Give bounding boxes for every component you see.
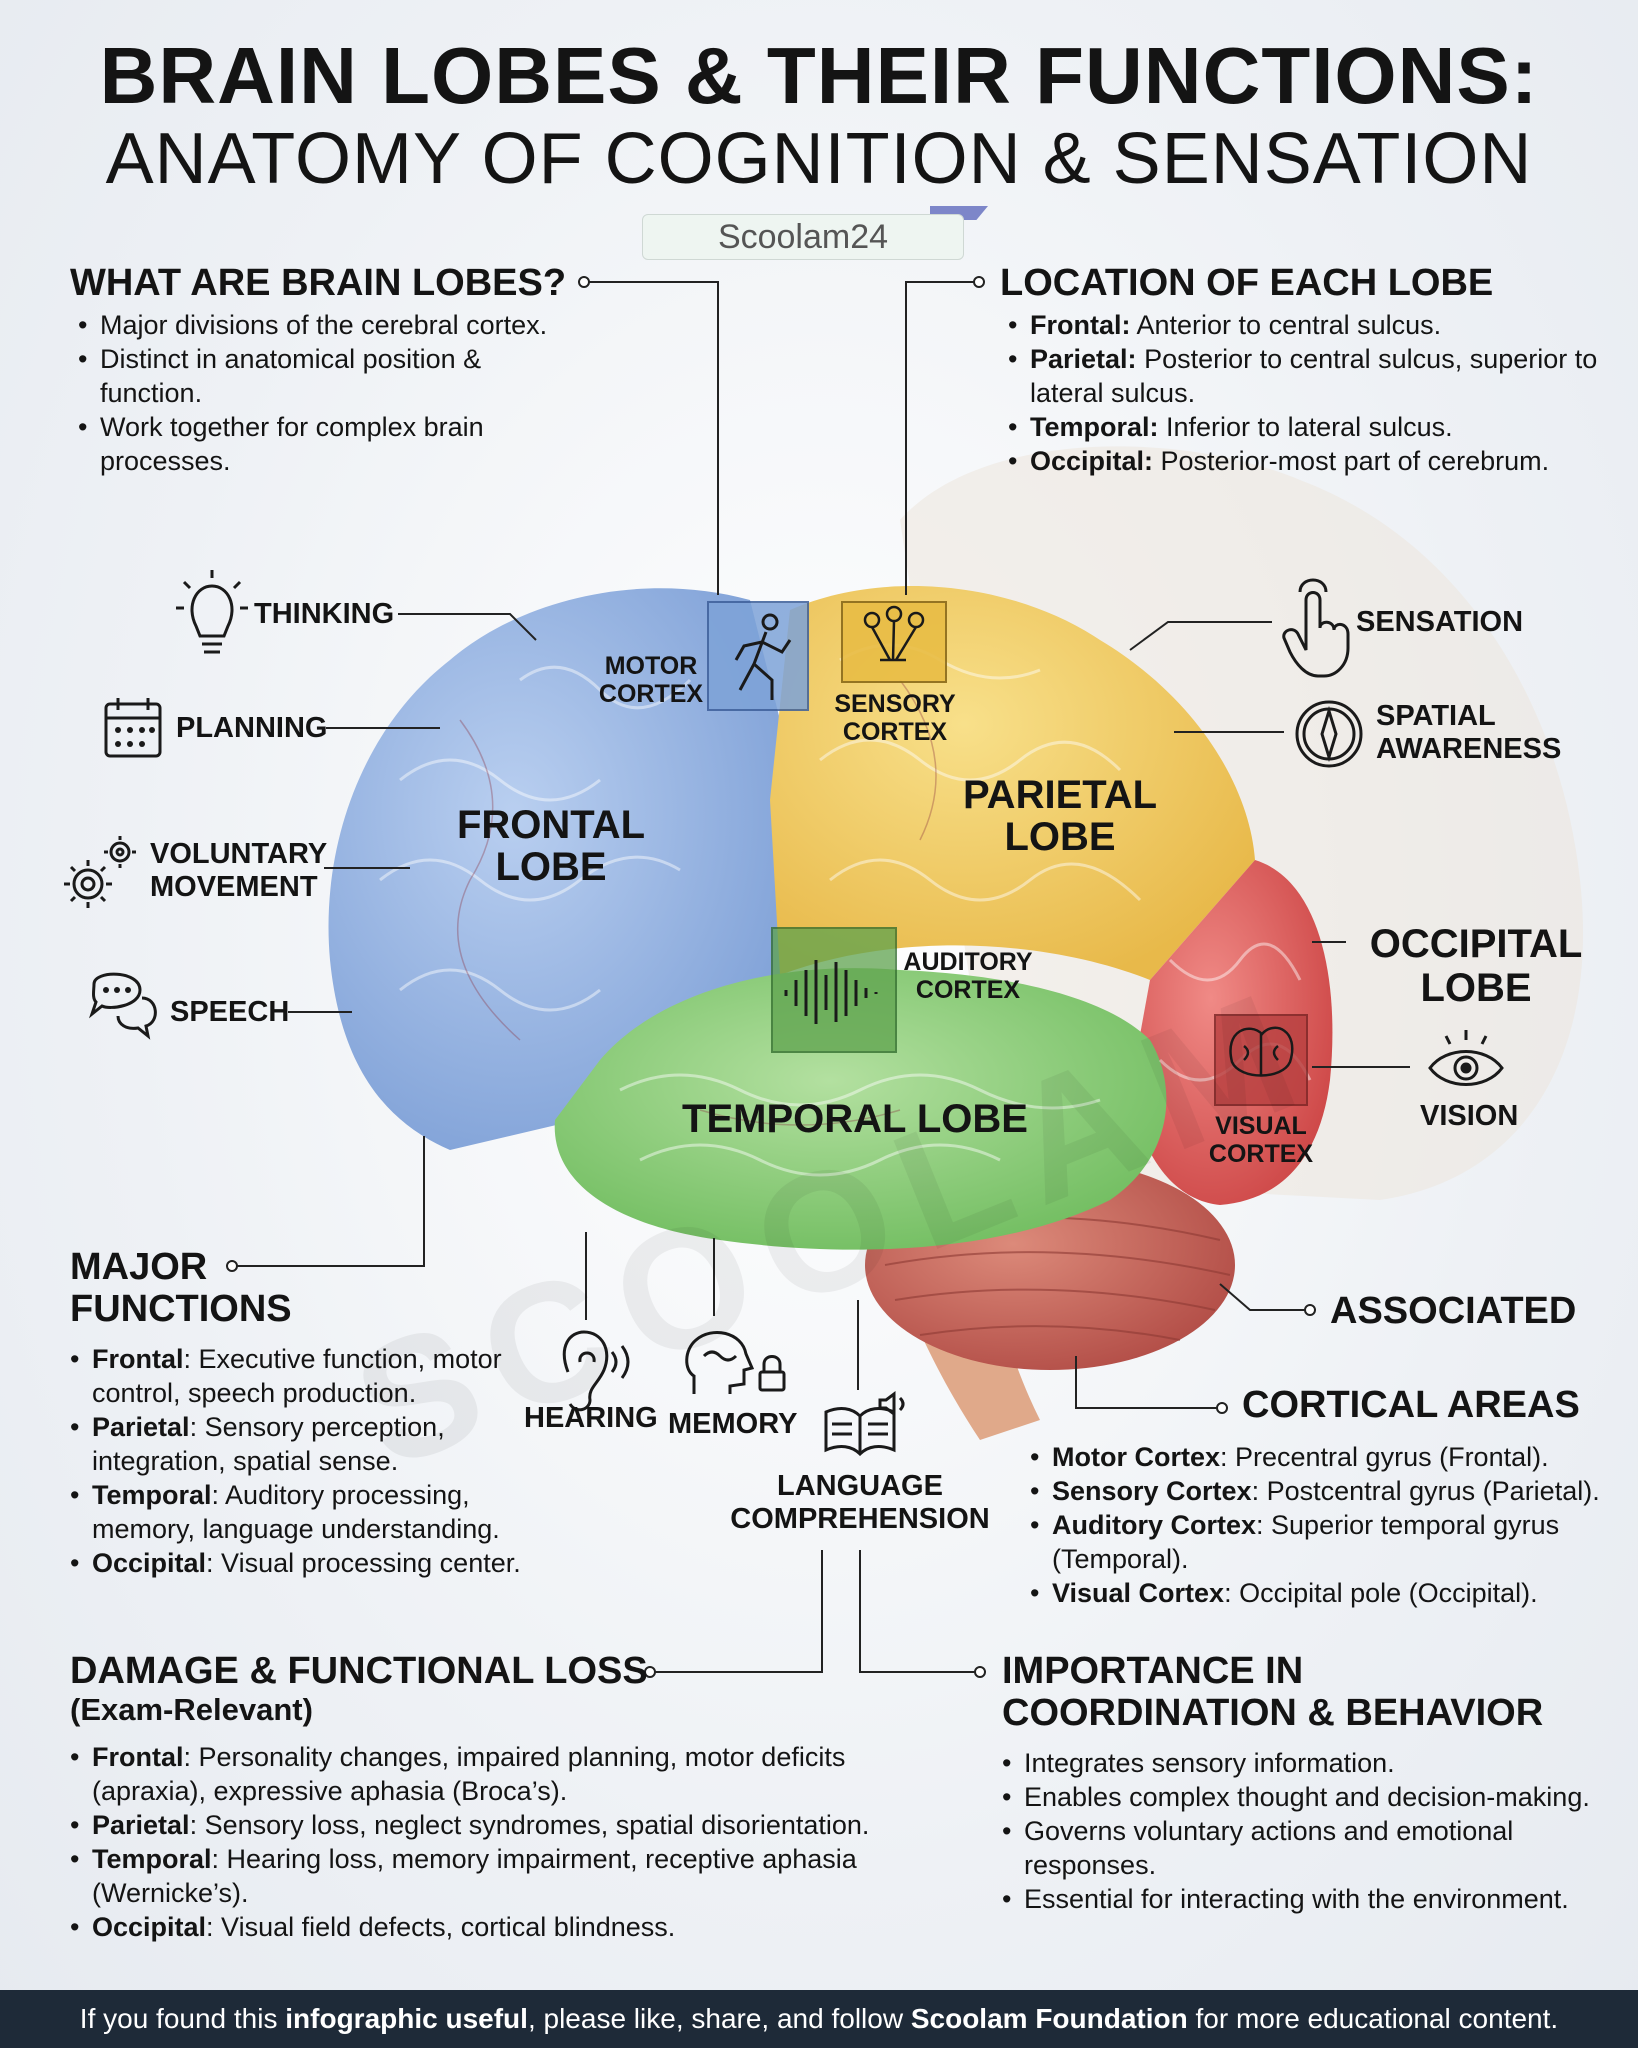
book-audio-icon <box>824 1391 905 1457</box>
cortical-areas-list: Motor Cortex: Precentral gyrus (Frontal)… <box>1030 1440 1610 1610</box>
vision-label: VISION <box>1420 1100 1519 1132</box>
list-item: Parietal: Posterior to central sulcus, s… <box>1008 342 1600 410</box>
list-item: Temporal: Inferior to lateral sulcus. <box>1008 410 1600 444</box>
list-item: Frontal: Anterior to central sulcus. <box>1008 308 1600 342</box>
eye-icon <box>1428 1030 1504 1086</box>
gears-icon <box>64 836 136 908</box>
list-item: Integrates sensory information. <box>1002 1746 1602 1780</box>
running-person-icon <box>734 613 792 700</box>
damage-heading: DAMAGE & FUNCTIONAL LOSS <box>70 1650 648 1692</box>
list-item: Visual Cortex: Occipital pole (Occipital… <box>1030 1576 1610 1610</box>
location-list: Frontal: Anterior to central sulcus. Par… <box>1008 308 1600 478</box>
list-item: Motor Cortex: Precentral gyrus (Frontal)… <box>1030 1440 1610 1474</box>
ear-icon <box>562 1330 630 1412</box>
what-are-heading: WHAT ARE BRAIN LOBES? <box>70 262 567 304</box>
list-item: Governs voluntary actions and emotional … <box>1002 1814 1602 1882</box>
location-heading: LOCATION OF EACH LOBE <box>1000 262 1494 304</box>
calendar-icon <box>104 698 162 758</box>
list-item: Frontal: Personality changes, impaired p… <box>70 1740 910 1808</box>
brain-icon <box>1229 1026 1294 1077</box>
damage-list: Frontal: Personality changes, impaired p… <box>70 1740 910 1944</box>
sound-wave-icon <box>784 960 878 1024</box>
touch-nerves-icon <box>863 605 925 662</box>
list-item: Major divisions of the cerebral cortex. <box>78 308 590 342</box>
memory-label: MEMORY <box>668 1408 798 1440</box>
associated-label: ASSOCIATED <box>1330 1290 1577 1332</box>
speech-bubbles-icon <box>88 972 157 1040</box>
head-lock-icon <box>685 1331 786 1394</box>
hearing-label: HEARING <box>524 1402 658 1434</box>
temporal-lobe <box>554 968 1167 1250</box>
watermark-tag: Scoolam24 <box>642 214 964 260</box>
list-item: Parietal: Sensory perception, integratio… <box>70 1410 530 1478</box>
hand-pointer-icon <box>1282 578 1350 678</box>
footer-banner: If you found this infographic useful, pl… <box>0 1990 1638 2048</box>
list-item: Frontal: Executive function, motor contr… <box>70 1342 530 1410</box>
list-item: Distinct in anatomical position & functi… <box>78 342 590 410</box>
list-item: Temporal: Auditory processing, memory, l… <box>70 1478 530 1546</box>
list-item: Occipital: Visual processing center. <box>70 1546 530 1580</box>
list-item: Essential for interacting with the envir… <box>1002 1882 1602 1916</box>
list-item: Auditory Cortex: Superior temporal gyrus… <box>1030 1508 1610 1576</box>
list-item: Work together for complex brain processe… <box>78 410 590 478</box>
major-functions-list: Frontal: Executive function, motor contr… <box>70 1342 530 1580</box>
damage-subheading: (Exam-Relevant) <box>70 1692 313 1727</box>
importance-list: Integrates sensory information. Enables … <box>1002 1746 1602 1916</box>
page-subtitle: ANATOMY OF COGNITION & SENSATION <box>105 119 1533 199</box>
what-are-list: Major divisions of the cerebral cortex. … <box>78 308 590 478</box>
lightbulb-icon <box>176 570 248 654</box>
list-item: Enables complex thought and decision-mak… <box>1002 1780 1602 1814</box>
page-title: BRAIN LOBES & THEIR FUNCTIONS: <box>99 31 1539 120</box>
temporal-lobe-label: TEMPORAL LOBE <box>682 1097 1028 1141</box>
thinking-label: THINKING <box>254 598 395 630</box>
list-item: Occipital: Visual field defects, cortica… <box>70 1910 910 1944</box>
list-item: Parietal: Sensory loss, neglect syndrome… <box>70 1808 910 1842</box>
planning-label: PLANNING <box>176 712 328 744</box>
list-item: Occipital: Posterior-most part of cerebr… <box>1008 444 1600 478</box>
compass-icon <box>1295 700 1363 768</box>
speech-label: SPEECH <box>170 996 290 1028</box>
list-item: Sensory Cortex: Postcentral gyrus (Parie… <box>1030 1474 1610 1508</box>
list-item: Temporal: Hearing loss, memory impairmen… <box>70 1842 910 1910</box>
auditory-cortex-box <box>771 927 897 1053</box>
parietal-lobe <box>770 586 1255 980</box>
sensation-label: SENSATION <box>1356 606 1524 638</box>
cortical-areas-heading: CORTICAL AREAS <box>1242 1384 1580 1426</box>
